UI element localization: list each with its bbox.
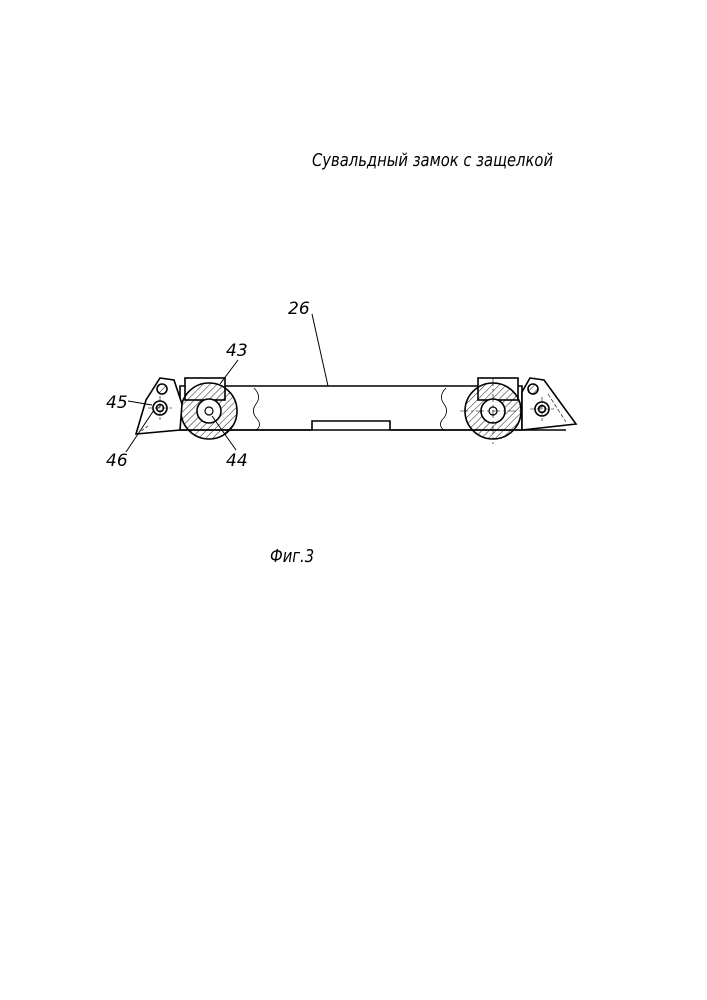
label-46: 46 <box>106 451 128 471</box>
latch-left <box>136 378 182 434</box>
roller-left <box>181 383 237 439</box>
label-45: 45 <box>106 393 128 413</box>
label-26: 26 <box>288 299 310 319</box>
label-44: 44 <box>226 451 248 471</box>
label-43: 43 <box>226 341 248 361</box>
latch-right <box>522 378 576 430</box>
figure-caption: Фиг.3 <box>270 546 314 567</box>
